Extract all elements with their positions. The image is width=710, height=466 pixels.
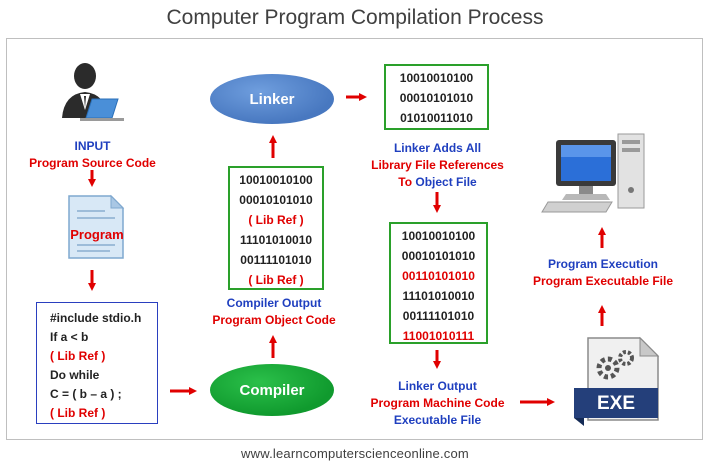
machine-code-box: 10010010100 00010101010 00110101010 1110101… — [389, 222, 488, 344]
source-code-line: If a < b — [50, 330, 89, 344]
object-code-line: 11101010010 — [239, 233, 313, 247]
linker-output-caption: Linker Output Program Machine Code Execu… — [350, 378, 525, 429]
diagram-frame — [6, 38, 703, 440]
machine-code-line: 11101010010 — [402, 289, 475, 303]
flow-arrows — [88, 93, 606, 406]
compiler-output-caption-line1: Compiler Output — [226, 296, 322, 310]
input-caption-line2: Program Source Code — [29, 156, 156, 170]
linker-output-caption-line2: Program Machine Code — [370, 396, 505, 410]
source-code-line: #include stdio.h — [50, 311, 142, 325]
linker-label: Linker — [249, 90, 295, 108]
source-code-line: ( Lib Ref ) — [50, 406, 106, 420]
linker-caption: Linker Adds All Library File References … — [355, 140, 520, 191]
input-caption: INPUT Program Source Code — [20, 138, 165, 172]
footer-url: www.learncomputerscienceonline.com — [241, 446, 469, 461]
diagram-title: Computer Program Compilation Process — [166, 6, 544, 29]
execution-caption-line1: Program Execution — [547, 257, 659, 271]
linker-output-caption-line3: Executable File — [393, 413, 482, 427]
object-code-box: 10010010100 00010101010 ( Lib Ref ) 1110101… — [228, 166, 324, 290]
document-icon — [68, 194, 125, 259]
object-code-line: 00111101010 — [240, 253, 312, 267]
source-code-line: Do while — [50, 368, 100, 382]
source-code-line: C = ( b – a ) ; — [50, 387, 122, 401]
user-laptop-icon — [62, 63, 124, 121]
source-code-box: #include stdio.h If a < b ( Lib Ref ) Do wh… — [36, 302, 158, 424]
execution-caption-line2: Program Executable File — [532, 274, 674, 288]
object-code-line: ( Lib Ref ) — [248, 273, 304, 287]
compiler-output-caption: Compiler Output Program Object Code — [193, 295, 355, 329]
library-code-line: 10010010100 — [399, 71, 474, 85]
linker-output-caption-line1: Linker Output — [398, 379, 477, 393]
exe-file-icon — [574, 336, 660, 426]
machine-code-line: 00111101010 — [402, 309, 475, 323]
library-code-line: 00010101010 — [399, 91, 474, 105]
linker-caption-line3a: To — [398, 175, 413, 189]
linker-caption-line3b: Object File — [415, 175, 477, 189]
machine-code-line: 10010010100 — [401, 229, 476, 243]
machine-code-line: 00010101010 — [401, 249, 476, 263]
program-doc-label: Program — [70, 227, 124, 242]
library-code-line: 01010011010 — [400, 111, 473, 125]
compiler-label: Compiler — [239, 381, 305, 399]
execution-caption: Program Execution Program Executable Fil… — [522, 256, 684, 290]
object-code-line: 10010010100 — [239, 173, 313, 187]
linker-caption-line1: Linker Adds All — [393, 141, 482, 155]
machine-code-line: 11001010111 — [402, 329, 475, 343]
linker-caption-line2: Library File References — [371, 158, 504, 172]
library-box: 10010010100 00010101010 01010011010 — [384, 64, 489, 130]
desktop-computer-icon — [541, 133, 645, 213]
machine-code-line: 00110101010 — [402, 269, 475, 283]
compiler-output-caption-line2: Program Object Code — [212, 313, 336, 327]
source-code-line: ( Lib Ref ) — [50, 349, 106, 363]
exe-label: EXE — [596, 393, 636, 414]
input-caption-line1: INPUT — [74, 139, 111, 153]
object-code-line: 00010101010 — [239, 193, 313, 207]
linker-node: Linker — [210, 74, 334, 124]
object-code-line: ( Lib Ref ) — [248, 213, 304, 227]
compiler-node: Compiler — [210, 364, 334, 416]
